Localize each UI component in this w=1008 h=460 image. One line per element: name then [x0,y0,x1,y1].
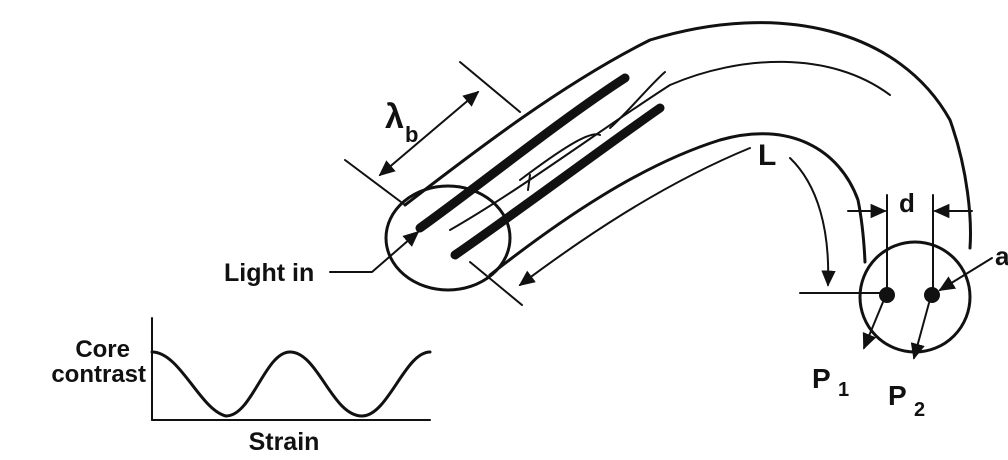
L-label: L [758,139,776,172]
light-in-label: Light in [224,259,314,287]
P1-label: P [812,363,831,394]
output-end-face [858,240,972,354]
output-cores: a [879,241,1008,303]
lambda-dim-line [378,90,480,177]
lambda-label: λ [385,98,404,136]
d-label: d [899,188,915,218]
core-1 [415,73,630,233]
P1-arrow [862,301,884,350]
light-in-callout: Light in [224,230,420,287]
L-arrow-forward [789,157,836,287]
inset-xlabel: Strain [249,428,320,456]
P2-subscript: 2 [914,399,925,421]
input-end-face [384,184,512,292]
P2-arrow [910,302,930,360]
inset-curve [150,350,432,418]
P2-label: P [888,380,907,411]
output-powers: P 1 P 2 [812,301,930,421]
P1-subscript: 1 [838,379,849,401]
fiber-outer-edge [403,21,972,250]
beat-length-dimension: λ b [344,61,521,206]
a-leader [938,257,993,291]
fiber-cores [415,71,666,260]
L-arrow-back [518,147,751,287]
a-label: a [995,241,1008,271]
core-2 [450,103,665,260]
inset-ylabel-line2: contrast [51,361,146,388]
output-core-1 [879,287,895,303]
fiber-mid-line [449,60,891,231]
L-ext-line [469,261,523,306]
length-dimension: L [469,139,881,306]
lambda-subscript: b [405,122,418,147]
lambda-ext-2 [459,61,521,113]
light-in-arrow [329,230,420,273]
inset-ylabel-line1: Core [75,336,130,363]
core-contrast-inset: Core contrast Strain [51,317,432,456]
fiber-inner-edge [488,132,867,277]
lambda-ext-1 [344,159,406,206]
coupling-region [519,71,666,191]
core-spacing-dimension: d [847,188,973,291]
output-core-2 [924,287,940,303]
